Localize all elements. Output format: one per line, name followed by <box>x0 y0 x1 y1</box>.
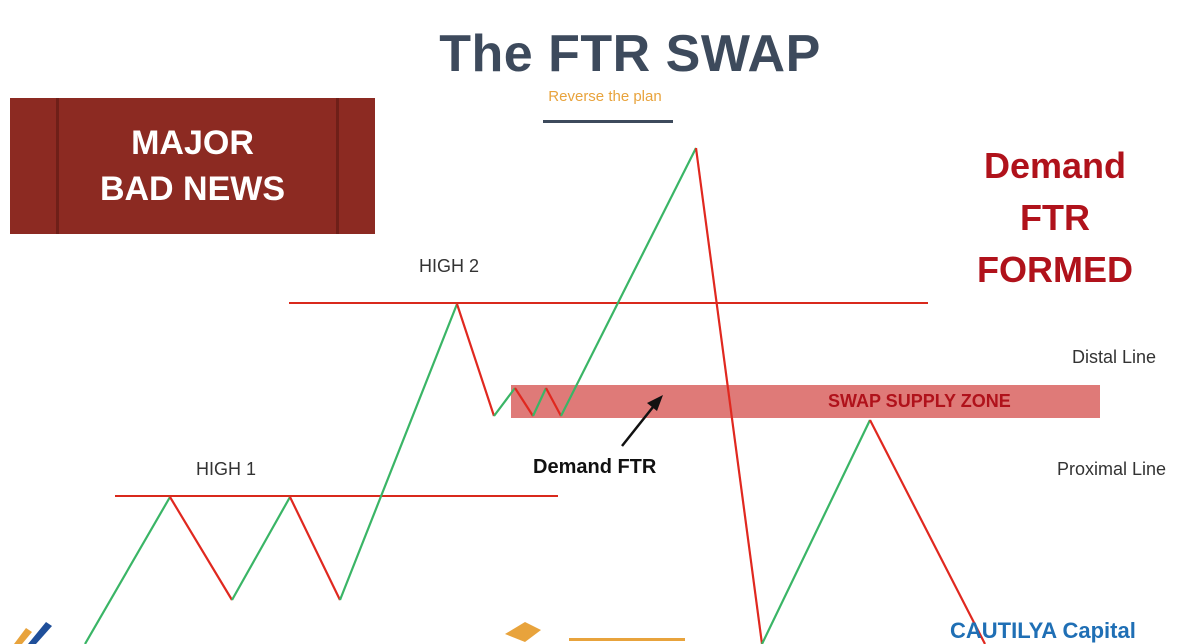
center-logo-icon <box>505 622 685 642</box>
news-line-2: BAD NEWS <box>99 170 286 208</box>
major-bad-news-box: MAJOR BAD NEWS <box>10 98 375 234</box>
formed-line-3: FORMED <box>977 249 1133 290</box>
up-leg <box>84 496 171 644</box>
formed-line-1: Demand <box>983 145 1127 186</box>
distal-line-label: Distal Line <box>1072 347 1157 367</box>
demand-ftr-arrow <box>621 401 658 447</box>
swap-supply-zone-label: SWAP SUPPLY ZONE <box>828 391 1011 411</box>
proximal-line-label: Proximal Line <box>1057 459 1167 479</box>
demand-ftr-formed-text: Demand FTR FORMED <box>960 140 1150 296</box>
box-stripe-left <box>56 98 59 234</box>
subtitle-underline <box>543 120 673 123</box>
price-path <box>84 147 986 644</box>
arrow-head <box>647 395 663 411</box>
up-leg <box>338 303 459 601</box>
demand-ftr-label: Demand FTR <box>533 456 657 478</box>
up-leg <box>761 419 871 644</box>
down-leg <box>694 147 764 644</box>
down-leg <box>514 387 534 417</box>
down-leg <box>455 303 496 417</box>
news-text: MAJOR BAD NEWS <box>10 120 375 212</box>
diagram-subtitle: Reverse the plan <box>548 88 662 105</box>
down-leg <box>289 496 341 601</box>
high2-label: HIGH 2 <box>419 256 480 276</box>
down-leg <box>545 387 562 417</box>
up-leg <box>231 496 291 601</box>
formed-line-2: FTR <box>1020 197 1090 238</box>
diagram-title: The FTR SWAP <box>439 25 821 83</box>
box-stripe-right <box>336 98 339 234</box>
up-leg <box>560 147 697 417</box>
down-leg <box>169 496 233 601</box>
left-logo-icon <box>14 622 52 644</box>
down-leg <box>869 419 986 644</box>
swap-supply-zone <box>511 385 1100 418</box>
up-leg <box>532 387 547 417</box>
high1-label: HIGH 1 <box>196 459 257 479</box>
up-leg <box>493 387 516 417</box>
cautilya-capital-logo: CAUTILYA Capital <box>950 618 1136 643</box>
news-line-1: MAJOR <box>131 124 254 162</box>
